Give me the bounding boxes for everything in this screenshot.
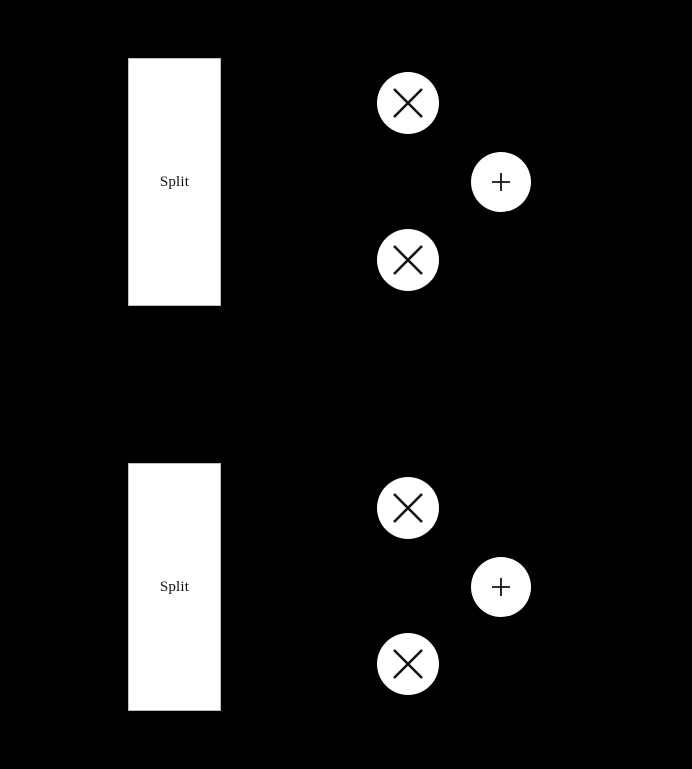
multiply-node-2b[interactable] xyxy=(377,633,439,695)
split-block-label: Split xyxy=(159,578,190,595)
multiply-node-1a[interactable] xyxy=(377,72,439,134)
split-block-label: Split xyxy=(159,173,190,190)
split-block-1[interactable]: Split xyxy=(128,58,221,306)
multiply-icon xyxy=(393,88,423,118)
multiply-icon xyxy=(393,649,423,679)
plus-icon xyxy=(492,578,510,596)
add-node-1[interactable] xyxy=(471,152,531,212)
multiply-node-1b[interactable] xyxy=(377,229,439,291)
multiply-icon xyxy=(393,245,423,275)
add-node-2[interactable] xyxy=(471,557,531,617)
plus-icon xyxy=(492,173,510,191)
multiply-icon xyxy=(393,493,423,523)
split-block-2[interactable]: Split xyxy=(128,463,221,711)
multiply-node-2a[interactable] xyxy=(377,477,439,539)
